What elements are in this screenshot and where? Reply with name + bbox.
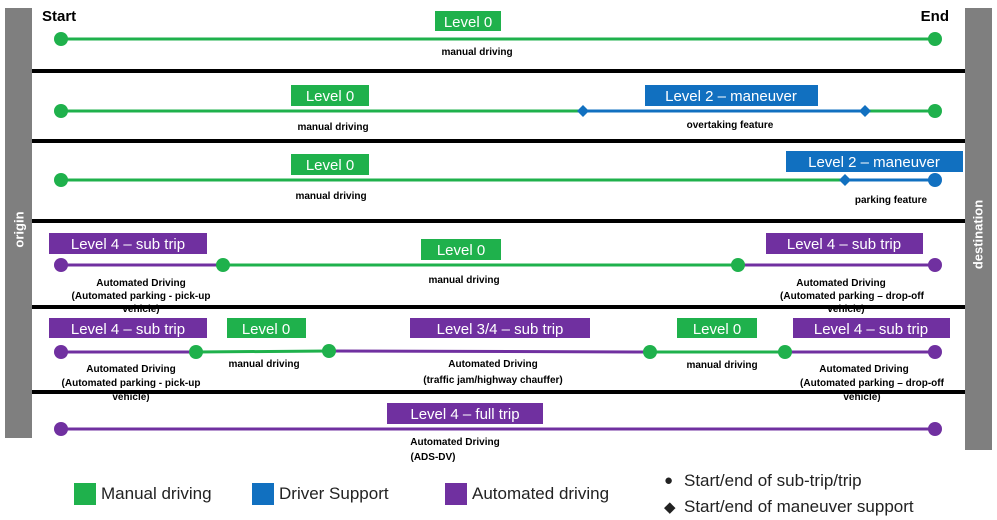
level-box-label: Level 0: [444, 14, 492, 31]
trip-start-marker: [54, 104, 68, 118]
trip-start-marker: [54, 345, 68, 359]
segment-caption: vehicle): [843, 392, 880, 403]
subtrip-boundary-marker: [216, 258, 230, 272]
segment-caption: Automated Driving: [448, 359, 537, 370]
subtrip-boundary-marker: [778, 345, 792, 359]
end-label: End: [921, 8, 949, 25]
level-box: [786, 151, 963, 172]
scenario-5: Level 4 – sub trip Level 0 Level 3/4 – s…: [49, 318, 950, 403]
legend-label-circle: Start/end of sub-trip/trip: [684, 471, 862, 490]
segment-caption: (Automated parking – drop-off: [800, 378, 945, 389]
segment-caption: manual driving: [686, 360, 757, 371]
subtrip-boundary-marker: [643, 345, 657, 359]
level-box: [291, 154, 369, 175]
level-box-label: Level 0: [242, 321, 290, 338]
level-box-label: Level 2 – maneuver: [665, 88, 797, 105]
level-box-label: Level 2 – maneuver: [808, 154, 940, 171]
trip-end-marker: [928, 104, 942, 118]
segment-caption: Automated Driving: [819, 364, 908, 375]
trip-end-marker: [928, 345, 942, 359]
scenario-1: Level 0 manual driving: [54, 11, 942, 58]
level-box: [387, 403, 543, 424]
segment-caption: vehicle): [827, 304, 864, 315]
segment-caption: manual driving: [297, 122, 368, 133]
trip-start-marker: [54, 422, 68, 436]
subtrip-boundary-marker: [731, 258, 745, 272]
legend-label-support: Driver Support: [279, 484, 389, 503]
level-box-label: Level 0: [306, 157, 354, 174]
level-box-label: Level 0: [693, 321, 741, 338]
legend-label-diamond: Start/end of maneuver support: [684, 497, 914, 516]
diamond-marker-icon: ◆: [664, 499, 676, 516]
trip-end-marker: [928, 173, 942, 187]
scenario-3: Level 0 Level 2 – maneuver manual drivin…: [54, 151, 963, 206]
segment-caption: (Automated parking - pick-up: [72, 291, 211, 302]
trip-end-marker: [928, 422, 942, 436]
segment-caption: manual driving: [428, 275, 499, 286]
legend-label-manual: Manual driving: [101, 484, 212, 503]
level-box: [410, 318, 590, 338]
destination-bar: [965, 8, 992, 450]
segment-caption: parking feature: [855, 195, 928, 206]
maneuver-start-marker: [577, 105, 589, 117]
segment-caption: vehicle): [112, 392, 149, 403]
level-box: [49, 318, 207, 338]
level-box: [291, 85, 369, 106]
segment-caption: (Automated parking – drop-off: [780, 291, 925, 302]
start-label: Start: [42, 8, 76, 25]
scenario-6: Level 4 – full trip Automated Driving (A…: [54, 403, 942, 463]
level-box-label: Level 4 – sub trip: [71, 236, 185, 253]
scenario-2: Level 0 Level 2 – maneuver manual drivin…: [54, 85, 942, 133]
level-box-label: Level 4 – sub trip: [71, 321, 185, 338]
level-box-label: Level 0: [306, 88, 354, 105]
level-box-label: Level 4 – sub trip: [814, 321, 928, 338]
level-box-label: Level 4 – full trip: [410, 406, 519, 423]
trip-end-marker: [928, 32, 942, 46]
segment-caption: vehicle): [122, 304, 159, 315]
segment-caption: (traffic jam/highway chauffer): [423, 375, 562, 386]
trip-start-marker: [54, 32, 68, 46]
level-box: [435, 11, 501, 31]
level-box: [645, 85, 818, 106]
level-box-label: Level 4 – sub trip: [787, 236, 901, 253]
maneuver-start-marker: [839, 174, 851, 186]
level-box: [793, 318, 950, 338]
scenario-4: Level 4 – sub trip Level 0 Level 4 – sub…: [49, 233, 942, 315]
trip-start-marker: [54, 173, 68, 187]
trip-end-marker: [928, 258, 942, 272]
legend-swatch-support: [252, 483, 274, 505]
segment-caption: (Automated parking - pick-up: [62, 378, 201, 389]
level-box: [766, 233, 923, 254]
level-box-label: Level 3/4 – sub trip: [437, 321, 564, 338]
segment-caption: Automated Driving: [96, 278, 185, 289]
segment-caption: manual driving: [441, 47, 512, 58]
trip-start-marker: [54, 258, 68, 272]
origin-bar: [5, 8, 32, 438]
subtrip-boundary-marker: [322, 344, 336, 358]
level-box: [677, 318, 757, 338]
segment-caption: manual driving: [295, 191, 366, 202]
subtrip-boundary-marker: [189, 345, 203, 359]
legend-label-automated: Automated driving: [472, 484, 610, 503]
level-box: [227, 318, 306, 338]
maneuver-end-marker: [859, 105, 871, 117]
segment-caption: (ADS-DV): [411, 452, 456, 463]
segment-caption: manual driving: [228, 359, 299, 370]
legend-swatch-manual: [74, 483, 96, 505]
segment-caption: Automated Driving: [410, 437, 499, 448]
segment-manual: [195, 349, 330, 354]
segment-caption: Automated Driving: [86, 364, 175, 375]
circle-marker-icon: ●: [664, 472, 674, 489]
level-box-label: Level 0: [437, 242, 485, 259]
segment-caption: overtaking feature: [687, 120, 774, 131]
segment-caption: Automated Driving: [796, 278, 885, 289]
legend-swatch-automated: [445, 483, 467, 505]
segment-automated: [328, 349, 651, 354]
level-box: [421, 239, 501, 260]
scenario-lanes: Start End Level 0 manual driving Lev: [32, 8, 965, 463]
level-box: [49, 233, 207, 254]
